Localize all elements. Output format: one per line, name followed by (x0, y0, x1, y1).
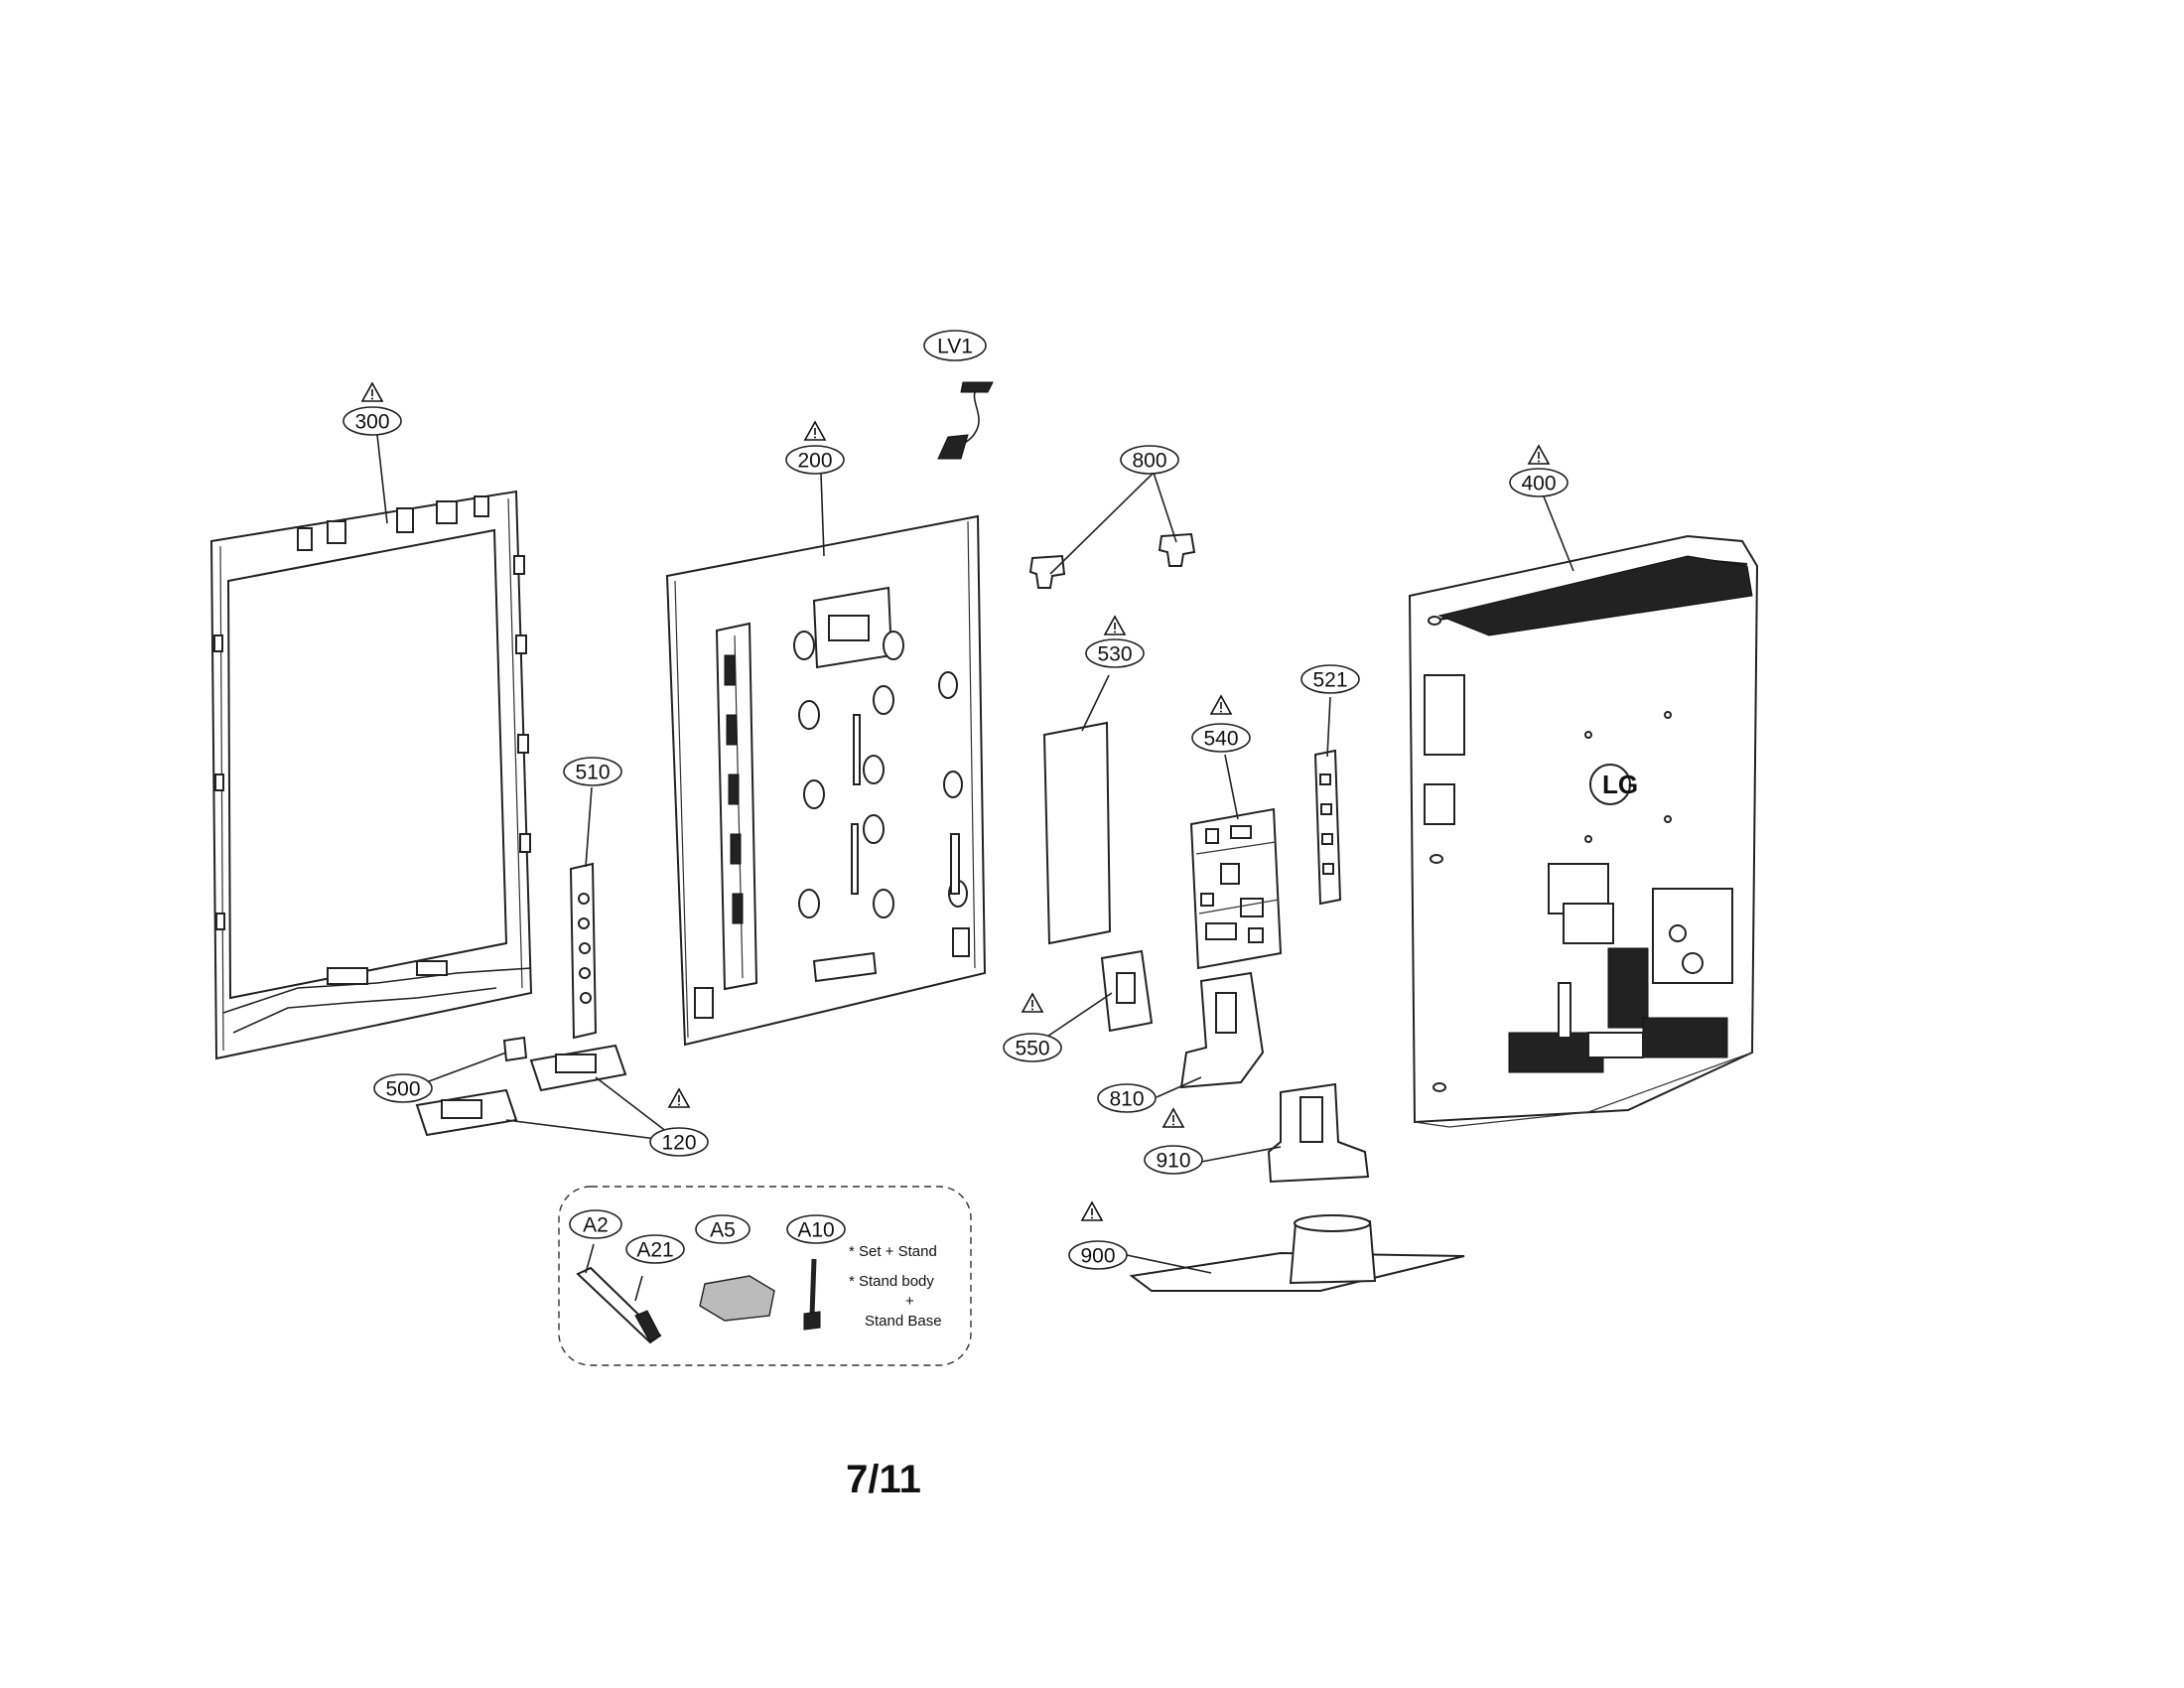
note-stand-body: * Stand body (849, 1273, 934, 1290)
note-set-stand: * Set + Stand (849, 1243, 937, 1260)
speaker-part-120 (415, 1044, 627, 1137)
svg-text:530: 530 (1097, 643, 1132, 666)
svg-text:A5: A5 (710, 1219, 736, 1242)
lg-logo-text: LG (1602, 770, 1638, 799)
screw-part-a10 (803, 1258, 821, 1331)
callout-a21: A21 (625, 1234, 685, 1264)
callout-a5: A5 (695, 1214, 751, 1244)
callout-a2: A2 (569, 1209, 622, 1239)
callout-510: 510 (563, 757, 622, 786)
svg-text:900: 900 (1080, 1245, 1115, 1268)
main-board-part-540 (1189, 807, 1283, 970)
svg-text:500: 500 (385, 1078, 420, 1101)
warning-icon (668, 1088, 690, 1108)
svg-text:120: 120 (661, 1132, 696, 1155)
svg-text:550: 550 (1015, 1038, 1049, 1060)
callout-800: 800 (1120, 445, 1179, 475)
stand-body-part-910 (1267, 1082, 1370, 1184)
front-bezel-part-300 (209, 490, 533, 1060)
insulator-sheet-part-530 (1042, 721, 1112, 945)
stand-base-part-900 (1129, 1214, 1465, 1292)
svg-text:300: 300 (354, 411, 389, 434)
svg-text:A10: A10 (797, 1219, 834, 1242)
stand-bracket-part-810 (1179, 971, 1265, 1089)
warning-icon (1022, 993, 1043, 1013)
svg-text:200: 200 (797, 450, 832, 473)
svg-text:510: 510 (575, 762, 610, 784)
callout-910: 910 (1144, 1145, 1203, 1175)
svg-text:800: 800 (1132, 450, 1166, 473)
callout-120: 120 (649, 1127, 709, 1157)
warning-icon (1528, 445, 1550, 465)
warning-icon (1210, 695, 1232, 715)
svg-text:A2: A2 (583, 1214, 609, 1237)
callout-550: 550 (1003, 1033, 1062, 1062)
warning-icon (1081, 1201, 1103, 1221)
svg-text:400: 400 (1521, 473, 1556, 495)
callout-900: 900 (1068, 1240, 1128, 1270)
cable-part-lv1 (937, 381, 994, 460)
warning-icon (361, 382, 383, 402)
callout-300: 300 (342, 406, 402, 436)
svg-text:LV1: LV1 (937, 336, 973, 358)
svg-text:521: 521 (1312, 669, 1347, 692)
warning-icon (1104, 616, 1126, 635)
accessory-notes: * Set + Stand * Stand body + Stand Base (849, 1243, 942, 1330)
warning-icon (804, 421, 826, 441)
callout-540: 540 (1191, 723, 1251, 753)
callout-lv1: LV1 (923, 330, 987, 361)
ir-receiver-part-500 (502, 1036, 528, 1062)
note-stand-base: Stand Base (865, 1313, 942, 1330)
callout-a10: A10 (786, 1214, 846, 1244)
svg-text:810: 810 (1109, 1088, 1144, 1111)
svg-text:A21: A21 (636, 1239, 673, 1262)
bracket-part-800 (1028, 532, 1196, 589)
side-board-part-521 (1313, 749, 1342, 906)
svg-text:540: 540 (1203, 728, 1238, 751)
bracket-part-550 (1100, 949, 1154, 1033)
note-plus: + (905, 1293, 914, 1310)
callout-521: 521 (1300, 664, 1360, 694)
chassis-part-200 (665, 514, 987, 1047)
svg-text:910: 910 (1156, 1150, 1190, 1173)
back-cover-part-400: LG (1408, 534, 1759, 1128)
callout-400: 400 (1509, 468, 1569, 497)
callout-810: 810 (1097, 1083, 1157, 1113)
accessory-box (558, 1186, 972, 1366)
manual-part-a5 (699, 1275, 775, 1322)
callout-200: 200 (785, 445, 845, 475)
callout-530: 530 (1085, 638, 1145, 668)
page-number: 7/11 (846, 1458, 921, 1501)
warning-icon (1162, 1108, 1184, 1128)
callout-500: 500 (373, 1073, 433, 1103)
key-board-part-510 (569, 862, 598, 1040)
